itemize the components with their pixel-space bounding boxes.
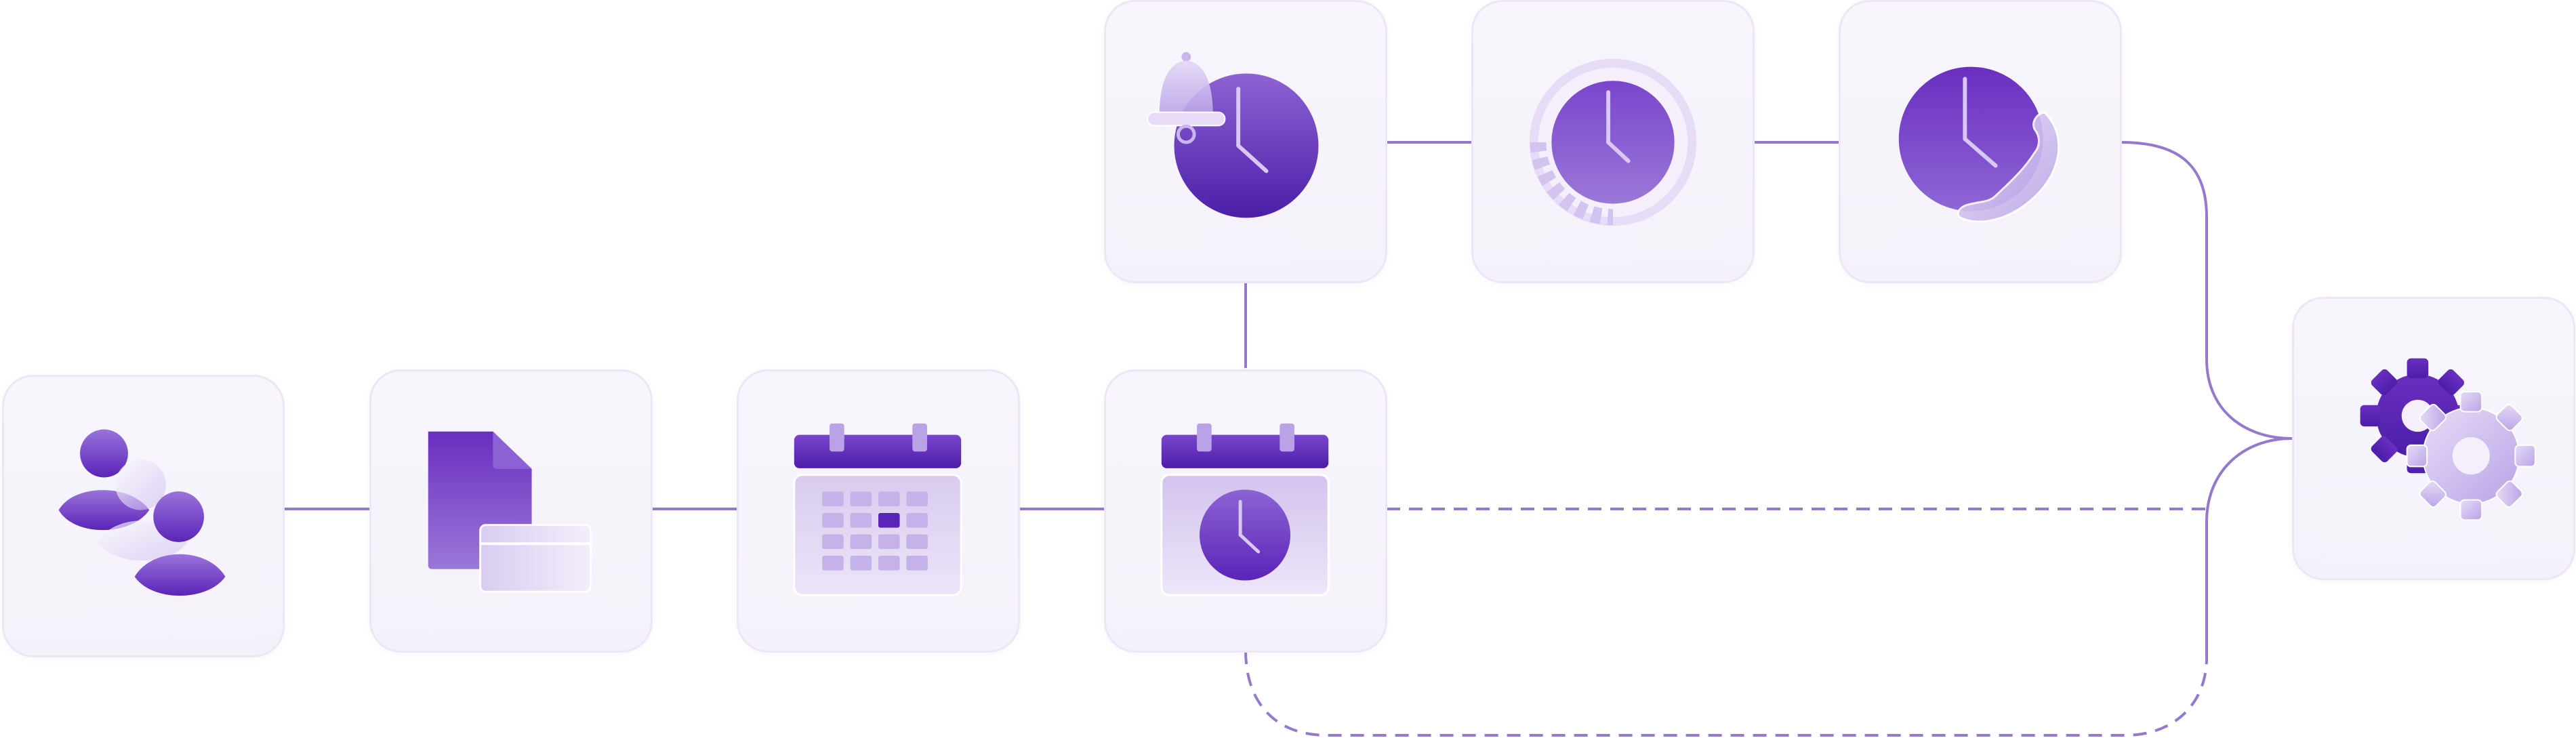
node-bell-clock bbox=[1104, 0, 1387, 283]
edge-gears-branch-lower bbox=[2205, 437, 2293, 657]
clock-progress-icon bbox=[1529, 58, 1697, 226]
node-calendar-clock bbox=[1104, 369, 1387, 653]
edge-calendarclock-gears-loop-dashed bbox=[1244, 650, 2208, 737]
node-clock-progress bbox=[1471, 0, 1755, 283]
edge-clockphone-gears bbox=[2121, 141, 2293, 440]
bell-clock-icon bbox=[1147, 52, 1319, 218]
calendar-grid-icon bbox=[793, 423, 962, 596]
node-clock-phone bbox=[1839, 0, 2122, 283]
gears-icon bbox=[2360, 358, 2536, 521]
node-calendar bbox=[737, 369, 1020, 653]
node-document bbox=[369, 369, 653, 653]
calendar-clock-icon bbox=[1160, 423, 1330, 596]
node-users bbox=[2, 375, 285, 657]
node-gears bbox=[2292, 297, 2575, 580]
users-group-icon bbox=[58, 429, 226, 596]
document-card-icon bbox=[428, 431, 592, 593]
clock-phone-icon bbox=[1898, 66, 2060, 223]
